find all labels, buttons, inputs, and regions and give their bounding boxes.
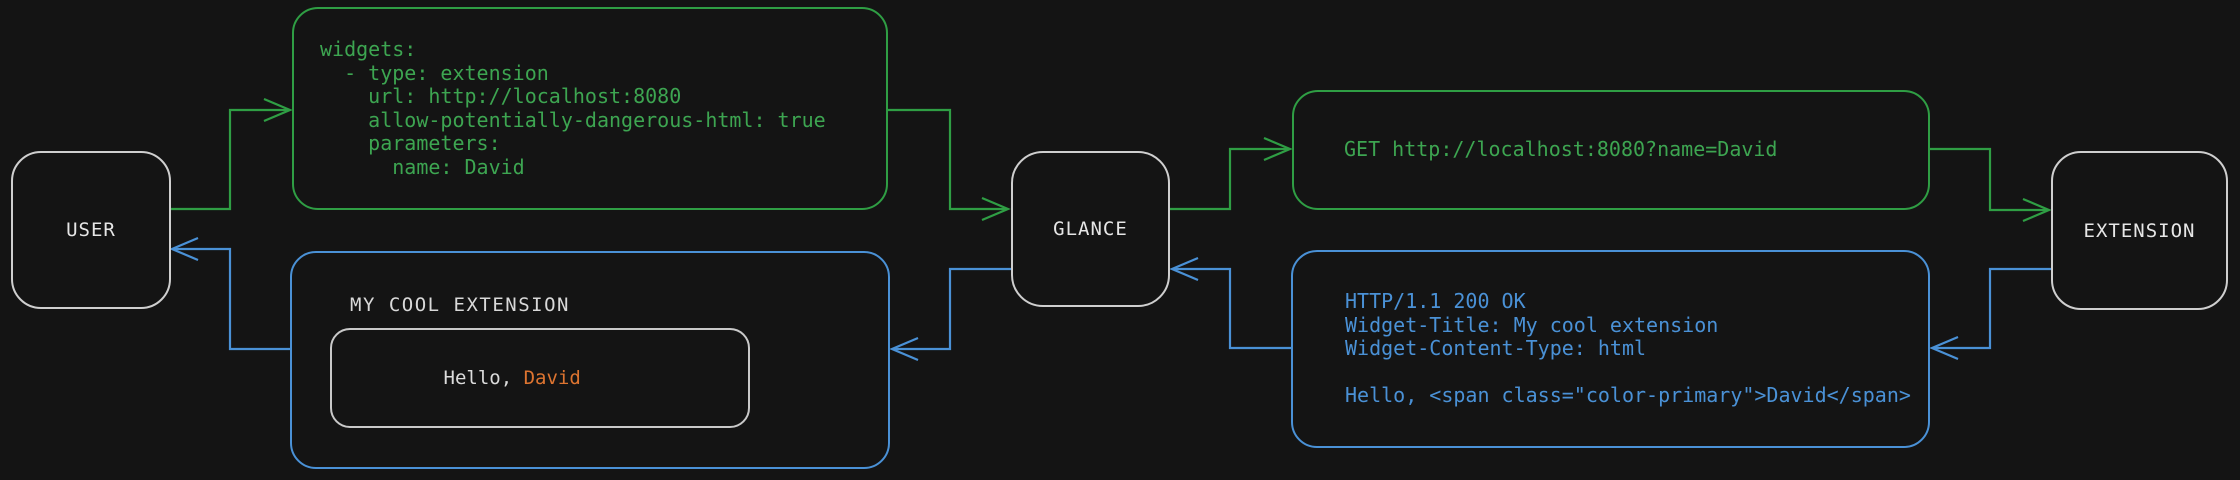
arrow-glance-to-request: [1170, 136, 1293, 211]
config-yaml-line: url: http://localhost:8080: [320, 84, 682, 108]
glance-node-label: GLANCE: [1053, 218, 1128, 240]
user-node-label: USER: [66, 219, 116, 241]
config-yaml-line: name: David: [320, 154, 525, 179]
config-yaml-line: allow-potentially-dangerous-html: true: [320, 107, 826, 132]
user-node: USER: [11, 151, 171, 309]
config-yaml-box: widgets: - type: extension url: http://l…: [292, 7, 888, 210]
http-response-line: Widget-Title: My cool extension: [1345, 312, 1719, 337]
http-response-box: HTTP/1.1 200 OK Widget-Title: My cool ex…: [1291, 250, 1930, 448]
arrow-response-to-glance: [1169, 256, 1291, 350]
http-response-line: HTTP/1.1 200 OK: [1345, 289, 1526, 314]
config-yaml-line: widgets:: [320, 37, 417, 61]
http-request-box: GET http://localhost:8080?name=David: [1292, 90, 1930, 210]
arrow-widget-to-user: [169, 236, 290, 351]
arrow-extension-to-response: [1929, 267, 2051, 361]
extension-node: EXTENSION: [2051, 151, 2228, 310]
greeting-name: David: [523, 367, 581, 389]
greeting-text: Hello, David: [352, 345, 581, 411]
arrow-config-to-glance: [888, 108, 1011, 222]
http-response-line: [1345, 361, 1928, 385]
extension-node-label: EXTENSION: [2083, 219, 2196, 242]
widget-greeting-box: Hello, David: [330, 328, 750, 428]
arrow-glance-to-widget: [889, 267, 1011, 362]
arrow-user-to-config: [171, 97, 293, 211]
config-yaml-line: parameters:: [320, 131, 501, 155]
greeting-prefix: Hello,: [443, 367, 524, 389]
http-response-line: Widget-Content-Type: html: [1345, 336, 1647, 361]
http-request-text: GET http://localhost:8080?name=David: [1344, 137, 1778, 162]
widget-title: MY COOL EXTENSION: [350, 294, 570, 316]
widget-preview-box: MY COOL EXTENSION Hello, David: [290, 251, 890, 469]
arrow-request-to-extension: [1930, 147, 2052, 223]
config-yaml-line: - type: extension: [320, 60, 549, 85]
http-response-line: Hello, <span class="color-primary">David…: [1345, 383, 1911, 408]
glance-node: GLANCE: [1011, 151, 1170, 307]
